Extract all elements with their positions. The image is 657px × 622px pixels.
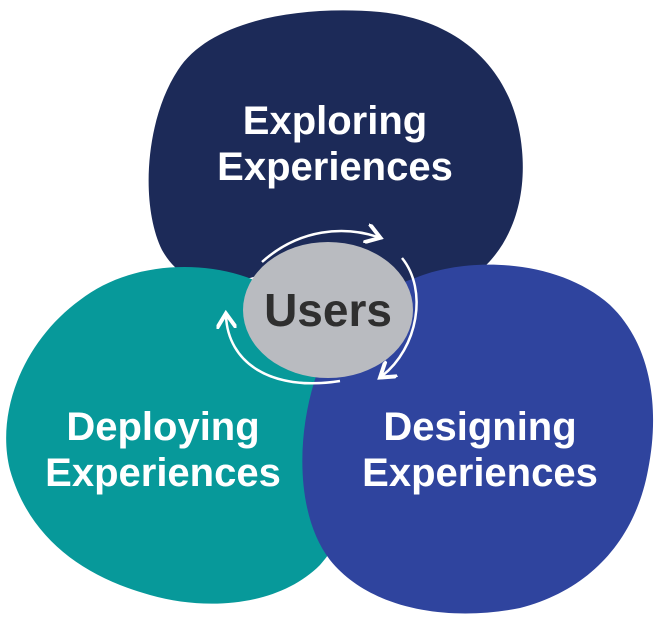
designing-label-line2: Experiences — [362, 451, 598, 495]
exploring-experiences-blob — [148, 10, 523, 298]
users-center-circle — [243, 242, 413, 378]
cycle-arrow-top-icon — [261, 231, 378, 263]
deploying-label-line2: Experiences — [45, 451, 281, 495]
cycle-arrow-left-icon — [226, 316, 341, 385]
exploring-label-line1: Exploring — [243, 99, 427, 143]
exploring-label-line2: Experiences — [217, 145, 453, 189]
cycle-arrow-right-icon — [382, 257, 418, 376]
designing-label-line1: Designing — [383, 405, 576, 449]
users-label: Users — [264, 284, 392, 336]
deploying-label-line1: Deploying — [66, 405, 259, 449]
